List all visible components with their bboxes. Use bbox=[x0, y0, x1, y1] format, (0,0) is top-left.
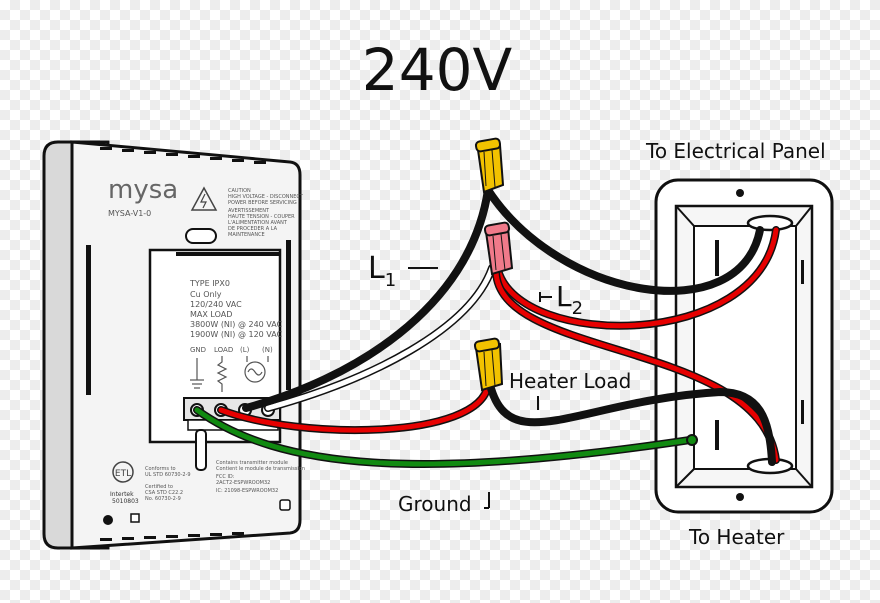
mysa-thermostat: mysa MYSA-V1-0 CAUTION HIGH VOLTAGE - DI… bbox=[42, 140, 307, 550]
spec-text: TYPE IPX0 Cu Only 120/240 VAC MAX LOAD 3… bbox=[189, 279, 285, 339]
vent-slots bbox=[100, 147, 266, 541]
label-heater-load: Heater Load bbox=[509, 369, 631, 410]
svg-text:ETL: ETL bbox=[115, 469, 131, 479]
cert-text: Conforms to UL STD 60730-2-9 Certified t… bbox=[145, 466, 192, 502]
terminal-label-l2: (N) bbox=[262, 346, 273, 354]
wires bbox=[193, 186, 780, 468]
high-voltage-warning-icon bbox=[190, 186, 218, 211]
label-to-electrical-panel: To Electrical Panel bbox=[645, 139, 826, 163]
black-wire-l1 bbox=[242, 186, 492, 412]
fcc-text: Contains transmitter module Contient le … bbox=[216, 460, 307, 494]
etl-cert-icon: ETL bbox=[112, 461, 134, 483]
brand-logo-text: mysa bbox=[108, 175, 178, 205]
label-l2: L2 bbox=[539, 280, 583, 319]
wire-nut-middle-red bbox=[483, 221, 514, 276]
model-number: MYSA-V1-0 bbox=[108, 209, 151, 218]
label-ground: Ground bbox=[398, 492, 490, 516]
mounting-slot bbox=[185, 228, 217, 244]
svg-text:L2: L2 bbox=[556, 280, 583, 319]
wire-nut-bottom-yellow bbox=[473, 337, 504, 392]
diagram-title: 240V bbox=[362, 36, 513, 104]
black-wire-heater bbox=[486, 381, 776, 466]
black-wire-panel bbox=[484, 186, 764, 295]
svg-text:L1: L1 bbox=[368, 251, 396, 291]
caution-text: CAUTION HIGH VOLTAGE - DISCONNECT POWER … bbox=[228, 188, 305, 238]
ground-symbol-icon bbox=[190, 358, 204, 389]
top-cable-clamp bbox=[746, 214, 794, 232]
electrical-box bbox=[654, 178, 834, 514]
label-l1: L1 bbox=[368, 251, 438, 291]
wire-nut-top-yellow bbox=[474, 137, 505, 194]
label-to-heater: To Heater bbox=[688, 525, 785, 549]
terminal-label-gnd: GND bbox=[190, 346, 206, 354]
load-resistor-icon bbox=[216, 356, 228, 392]
terminal-label-load: LOAD bbox=[214, 346, 233, 354]
terminal-label-l1: (L) bbox=[240, 346, 250, 354]
svg-text:Ground: Ground bbox=[398, 492, 472, 516]
intertek-number: 5010803 bbox=[112, 498, 139, 505]
intertek-text: Intertek bbox=[110, 491, 134, 498]
svg-text:Heater Load: Heater Load bbox=[509, 369, 631, 393]
ac-source-icon bbox=[244, 356, 269, 383]
